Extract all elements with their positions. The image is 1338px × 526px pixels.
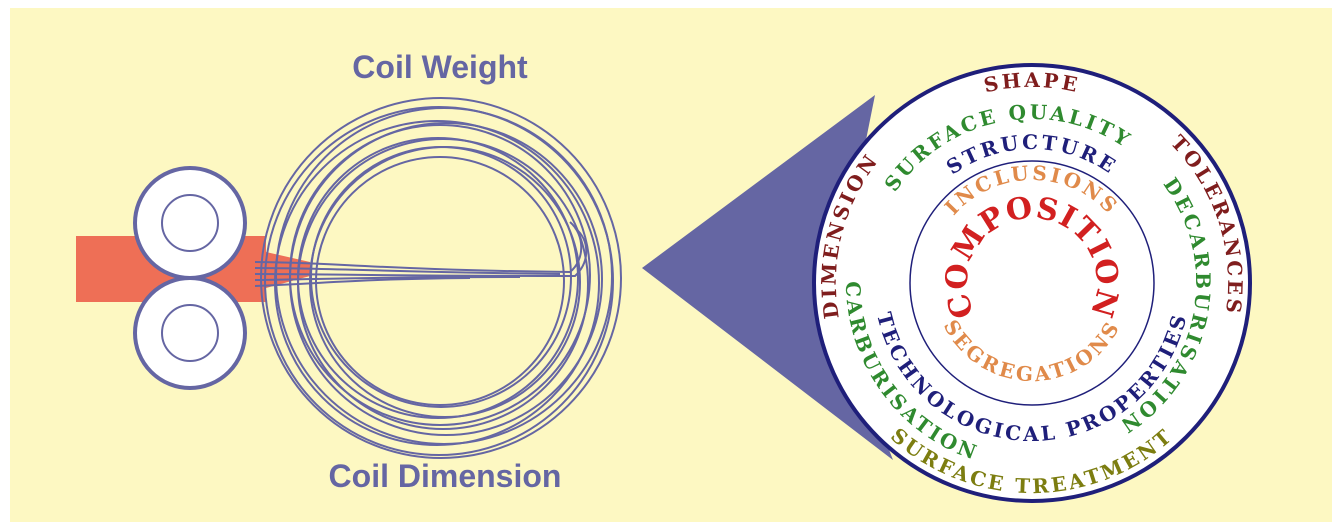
lower-roller — [133, 276, 247, 390]
cross-section-inner-border — [909, 160, 1155, 406]
coil-dimension-label: Coil Dimension — [329, 458, 562, 494]
coil-weight-label: Coil Weight — [352, 49, 528, 85]
cross-section-circle — [812, 63, 1252, 503]
upper-roller — [133, 166, 247, 280]
coil-feed-lines — [254, 221, 588, 287]
